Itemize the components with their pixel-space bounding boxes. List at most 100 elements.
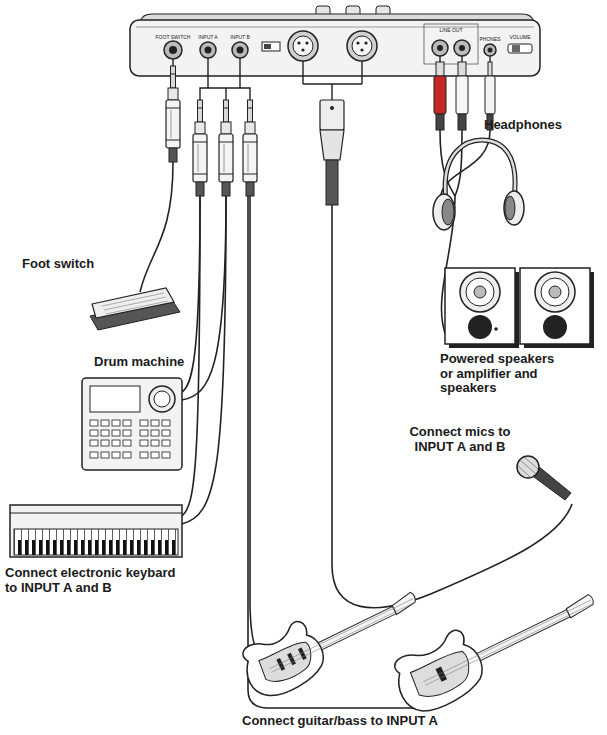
- phones-jack: [488, 48, 493, 53]
- panel-jack: [169, 46, 177, 54]
- phones-jack: [484, 44, 496, 56]
- xlr-jack: [352, 36, 372, 56]
- xlr-jack: [301, 48, 304, 51]
- device-caption: Foot switch: [22, 257, 142, 272]
- speaker: [543, 315, 567, 339]
- panel-jack: [237, 47, 244, 54]
- recorder-unit: [130, 6, 540, 76]
- connection-bracket: [331, 84, 332, 100]
- connection-bracket: [302, 61, 303, 84]
- drum-machine: [162, 420, 170, 426]
- xlr-jack: [293, 36, 313, 56]
- cable: [248, 196, 438, 708]
- drum-machine: [123, 420, 131, 426]
- volume-slider: [508, 44, 532, 53]
- panel-label: INPUT B: [222, 35, 258, 41]
- panel-jack: [164, 41, 182, 59]
- panel-label: FOOT SWITCH: [150, 35, 196, 41]
- cable: [455, 130, 462, 196]
- xlr-plug: [320, 100, 344, 205]
- panel-jack: [205, 47, 212, 54]
- cable: [332, 205, 572, 608]
- device-caption: Headphones: [484, 118, 604, 133]
- drum-machine: [101, 440, 109, 446]
- electric-guitar: [270, 599, 414, 669]
- electric-guitar: [276, 658, 285, 671]
- headphones: [504, 191, 524, 225]
- bass-guitar: [426, 604, 593, 686]
- rca-plug: [458, 114, 466, 130]
- drum-machine: [112, 440, 120, 446]
- drum-machine: [90, 430, 98, 436]
- drum-machine: [90, 420, 98, 426]
- foot-switch-pedal: [92, 288, 174, 318]
- device-caption: Connect mics to INPUT A and B: [398, 425, 522, 454]
- drum-machine: [112, 452, 120, 458]
- device-caption: Drum machine: [94, 355, 224, 370]
- phone-plug: [166, 66, 180, 162]
- cable: [250, 196, 268, 660]
- electric-guitar: [287, 653, 296, 666]
- drum-machine: [151, 430, 159, 436]
- connection-bracket: [239, 58, 240, 88]
- bass-guitar: [386, 570, 606, 721]
- rca-plug: [456, 76, 468, 114]
- electric-guitar: [310, 606, 396, 654]
- speaker: [466, 278, 494, 306]
- bass-guitar: [468, 610, 570, 665]
- connection-bracket: [225, 88, 226, 100]
- rca-plug: [436, 114, 444, 130]
- speaker: [541, 278, 569, 306]
- drum-machine: [101, 430, 109, 436]
- connection-bracket: [207, 58, 208, 88]
- bass-guitar: [386, 626, 491, 721]
- drum-machine: [90, 440, 98, 446]
- volume-slider: [512, 45, 520, 52]
- drum-machine: [140, 452, 148, 458]
- panel-label: VOLUME: [503, 35, 537, 41]
- phone-plug: [166, 66, 257, 196]
- drum-machine: [154, 391, 170, 407]
- xlr-plug: [320, 130, 344, 160]
- drum-machine: [90, 386, 140, 412]
- drum-machine: [82, 378, 182, 470]
- speaker: [460, 272, 500, 312]
- phone-plug: [193, 100, 207, 196]
- drum-machine: [151, 420, 159, 426]
- headphones: [442, 199, 454, 225]
- xlr-jack: [305, 41, 308, 44]
- headphones: [445, 140, 515, 200]
- panel-label: LINE OUT: [428, 28, 474, 34]
- rca-jack: [459, 45, 465, 51]
- bass-guitar: [424, 600, 591, 682]
- rca-plug: [458, 62, 466, 76]
- bass-guitar: [409, 647, 477, 703]
- connection-bracket: [439, 56, 440, 62]
- rca-jack: [437, 45, 443, 51]
- phone-plug: [243, 100, 257, 196]
- electronic-keyboard: [10, 505, 182, 557]
- xlr-jack: [288, 31, 318, 61]
- speaker: [445, 268, 594, 348]
- speaker: [494, 327, 498, 331]
- panel-jack: [200, 42, 216, 58]
- headphones: [433, 140, 524, 230]
- drum-machine: [149, 386, 175, 412]
- xlr-plug: [326, 160, 338, 205]
- electronic-keyboard: [14, 529, 178, 555]
- drum-machine: [123, 430, 131, 436]
- recorder-unit: [130, 20, 540, 76]
- rca-plug: [434, 76, 446, 114]
- headphone-plug: [488, 62, 492, 76]
- drum-machine: [162, 430, 170, 436]
- cable: [182, 196, 200, 392]
- slide-switch: [262, 42, 280, 51]
- microphone: [518, 457, 538, 477]
- xlr-jack: [364, 41, 367, 44]
- speaker: [535, 272, 575, 312]
- drum-machine: [90, 452, 98, 458]
- connection-bracket: [172, 59, 173, 66]
- drum-machine: [162, 440, 170, 446]
- drum-machine: [112, 420, 120, 426]
- device-caption: Connect electronic keybard to INPUT A an…: [5, 566, 181, 595]
